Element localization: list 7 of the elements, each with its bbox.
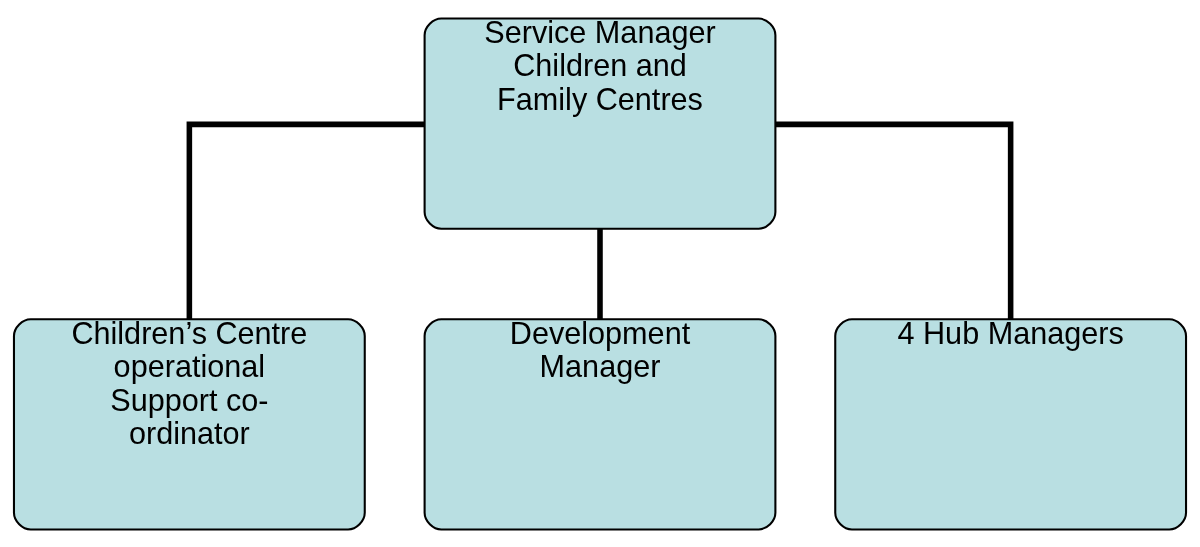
connector [186,121,425,319]
node-box: 4 Hub Managers [834,317,1188,530]
node-box: Service Manager Children and Family Centres [423,17,777,230]
connector [775,121,1014,319]
node-box: Development Manager [423,317,777,530]
node-box: Children’s Centre operational Support co-ordinator [12,317,366,530]
connector [597,228,603,319]
